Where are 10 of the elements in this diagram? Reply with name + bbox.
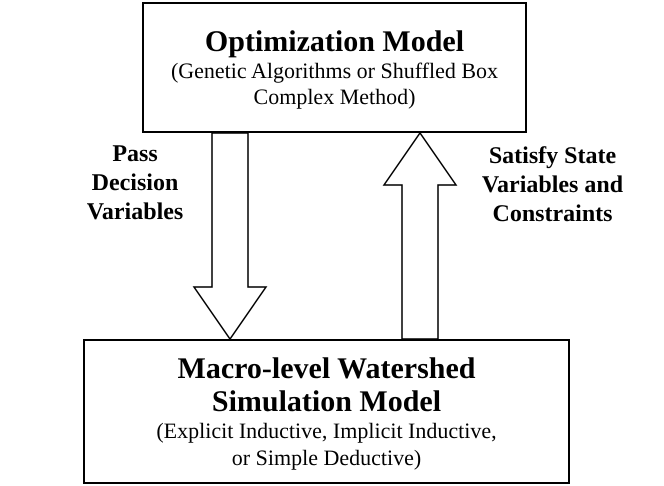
node-subtitle: (Genetic Algorithms or Shuffled Box Complex Method) (170, 58, 500, 110)
node-title: Optimization Model (204, 24, 464, 58)
node-subtitle: (Explicit Inductive, Implicit Inductive, or Simple Deductive) (155, 418, 498, 471)
process-box (83, 339, 570, 484)
process-box (142, 2, 527, 133)
block-arrow (192, 132, 268, 340)
edge-label: Satisfy State Variables and Constraints (480, 142, 624, 228)
node-title: Macro-level Watershed Simulation Model (176, 352, 476, 418)
block-arrow (382, 132, 458, 340)
edge-label: Pass Decision Variables (86, 140, 184, 226)
